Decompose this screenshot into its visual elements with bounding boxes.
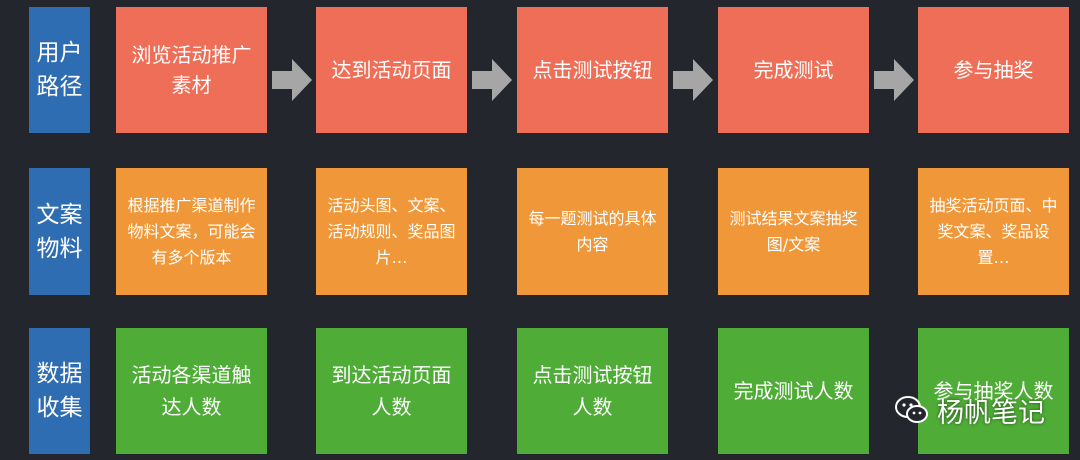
data-channel-reach: 活动各渠道触达人数 bbox=[116, 328, 267, 454]
row-label-copy-materials: 文案物料 bbox=[29, 168, 90, 295]
flow-arrow-icon bbox=[472, 59, 512, 101]
row-label-data-collection: 数据收集 bbox=[29, 328, 90, 454]
path-step-complete-test: 完成测试 bbox=[718, 7, 869, 133]
watermark-text: 杨帆笔记 bbox=[937, 397, 1045, 429]
flow-arrow-icon bbox=[874, 59, 914, 101]
path-step-click-test: 点击测试按钮 bbox=[517, 7, 668, 133]
path-step-join-lottery: 参与抽奖 bbox=[918, 7, 1069, 133]
data-page-arrivals: 到达活动页面人数 bbox=[316, 328, 467, 454]
data-lottery-participants: 参与抽奖人数 bbox=[918, 328, 1069, 454]
flow-arrow-icon bbox=[272, 59, 312, 101]
flow-arrow-icon bbox=[673, 59, 713, 101]
copy-test-results: 测试结果文案抽奖图/文案 bbox=[718, 168, 869, 295]
copy-lottery-settings: 抽奖活动页面、中奖文案、奖品设置… bbox=[918, 168, 1069, 295]
wechat-icon bbox=[895, 396, 928, 423]
path-step-reach-page: 达到活动页面 bbox=[316, 7, 467, 133]
watermark: 杨帆笔记 bbox=[895, 390, 1045, 430]
row-label-user-path: 用户路径 bbox=[29, 7, 90, 133]
copy-page-assets: 活动头图、文案、活动规则、奖品图片… bbox=[316, 168, 467, 295]
copy-promo-materials: 根据推广渠道制作物料文案，可能会有多个版本 bbox=[116, 168, 267, 295]
data-test-clicks: 点击测试按钮人数 bbox=[517, 328, 668, 454]
copy-test-questions: 每一题测试的具体内容 bbox=[517, 168, 668, 295]
path-step-browse-promo: 浏览活动推广素材 bbox=[116, 7, 267, 133]
data-test-completions: 完成测试人数 bbox=[718, 328, 869, 454]
